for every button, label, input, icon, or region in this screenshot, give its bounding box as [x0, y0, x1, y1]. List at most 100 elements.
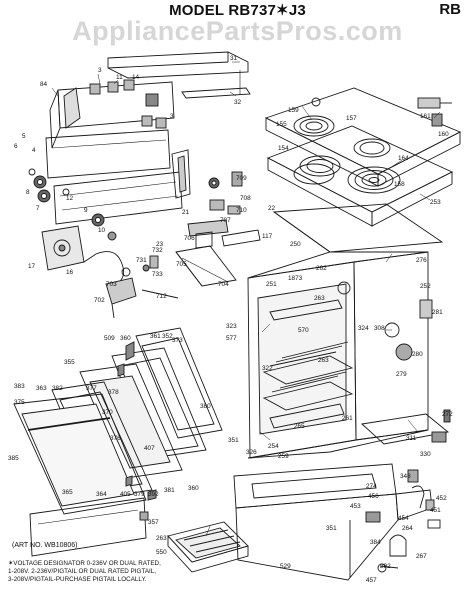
- voltage-note-line: ✶VOLTAGE DESIGNATOR 0-236V OR DUAL RATED…: [8, 560, 161, 567]
- part-label: 360: [188, 485, 199, 492]
- part-label: 265: [294, 423, 305, 430]
- part-label: 384: [370, 539, 381, 546]
- part-label: 253: [430, 199, 441, 206]
- part-label: 712: [156, 293, 167, 300]
- leveling-parts: [365, 469, 441, 573]
- part-label: 159: [288, 107, 299, 114]
- part-label: 704: [218, 281, 229, 288]
- part-label: 262: [316, 265, 327, 272]
- voltage-note-line: 3-208V/PIGTAIL-PURCHASE PIGTAIL LOCALLY.: [8, 576, 147, 584]
- part-label: 370: [102, 409, 113, 416]
- voltage-note-line: 1-208V. 2-236V/PIGTAIL OR DUAL RATED PIG…: [8, 568, 157, 576]
- part-label: 5: [22, 133, 26, 140]
- part-label: 259: [278, 453, 289, 460]
- broiler-pan: [167, 521, 249, 573]
- part-label: 456: [368, 493, 379, 500]
- part-label: 392: [148, 491, 159, 498]
- part-number-labels: 3 11 14 31 32 84 3 5 6 4 12 8 7 9 10 21 …: [8, 55, 453, 584]
- part-label: 703: [106, 281, 117, 288]
- part-label: 7: [36, 205, 40, 212]
- part-label: 254: [268, 443, 279, 450]
- part-label: 16: [66, 269, 74, 276]
- part-label: 323: [226, 323, 237, 330]
- part-label: 453: [350, 503, 361, 510]
- part-label: 252: [420, 283, 431, 290]
- part-label: 292: [380, 563, 391, 570]
- part-label: 279: [396, 371, 407, 378]
- part-label: 21: [182, 209, 190, 216]
- part-label: 709: [236, 175, 247, 182]
- part-label: 377: [86, 385, 97, 392]
- part-label: 263: [156, 535, 167, 542]
- part-label: 157: [346, 115, 357, 122]
- part-label: 308: [374, 325, 385, 332]
- part-label: 264: [402, 525, 413, 532]
- part-label: 376: [110, 435, 121, 442]
- part-label: 160: [438, 131, 449, 138]
- part-label: 707: [220, 217, 231, 224]
- part-label: 250: [290, 241, 301, 248]
- part-label: 330: [420, 451, 431, 458]
- part-label: 324: [358, 325, 369, 332]
- part-label: 32: [234, 99, 242, 106]
- part-label: 382: [52, 385, 63, 392]
- oven-cabinet: [247, 203, 451, 459]
- part-label: 161: [420, 113, 431, 120]
- part-label: 3: [170, 113, 174, 120]
- part-label: 352: [162, 333, 173, 340]
- part-label: 351: [326, 525, 337, 532]
- part-label: 281: [432, 309, 443, 316]
- part-label: 155: [276, 121, 287, 128]
- part-label: 261: [342, 415, 353, 422]
- control-knobs: [28, 168, 220, 241]
- top-trim-assembly: [107, 51, 251, 99]
- part-label: 381: [164, 487, 175, 494]
- leader-lines: [51, 61, 441, 537]
- art-number-note: (ART NO. WB10806): [12, 542, 78, 549]
- part-label: 9: [84, 207, 88, 214]
- part-label: 733: [152, 271, 163, 278]
- part-label: 251: [266, 281, 277, 288]
- part-label: 8: [26, 189, 30, 196]
- part-label: 570: [298, 327, 309, 334]
- page-title: MODEL RB737✶J3: [169, 2, 306, 19]
- part-label: 577: [226, 335, 237, 342]
- model-series-code: RB: [439, 1, 461, 18]
- part-label: 454: [398, 515, 409, 522]
- oven-door-assembly: [13, 327, 223, 557]
- part-label: 509: [104, 335, 115, 342]
- storage-drawer: [233, 463, 433, 581]
- part-label: 451: [430, 507, 441, 514]
- part-label: 407: [144, 445, 155, 452]
- part-label: 322: [262, 365, 273, 372]
- part-label: 3: [98, 67, 102, 74]
- part-label: 158: [394, 181, 405, 188]
- part-label: 550: [156, 549, 167, 556]
- part-label: 380: [200, 403, 211, 410]
- part-label: 274: [366, 483, 377, 490]
- part-label: 14: [132, 74, 140, 81]
- part-label: 263: [314, 295, 325, 302]
- part-label: 705: [176, 261, 187, 268]
- part-label: 457: [366, 577, 377, 584]
- part-label: 10: [98, 227, 106, 234]
- part-label: 702: [94, 297, 105, 304]
- part-label: 267: [416, 553, 427, 560]
- part-label: 365: [62, 489, 73, 496]
- part-label: 373: [172, 337, 183, 344]
- part-label: 355: [64, 359, 75, 366]
- part-label: 154: [278, 145, 289, 152]
- part-label: 710: [236, 207, 247, 214]
- part-label: 405: [120, 491, 131, 498]
- part-label: 529: [280, 563, 291, 570]
- part-label: 326: [246, 449, 257, 456]
- part-label: 383: [14, 383, 25, 390]
- part-label: 23: [156, 241, 164, 248]
- part-label: 452: [436, 495, 447, 502]
- part-label: 375: [14, 399, 25, 406]
- part-label: 117: [262, 233, 273, 240]
- part-label: 706: [184, 235, 195, 242]
- part-label: 272: [442, 411, 453, 418]
